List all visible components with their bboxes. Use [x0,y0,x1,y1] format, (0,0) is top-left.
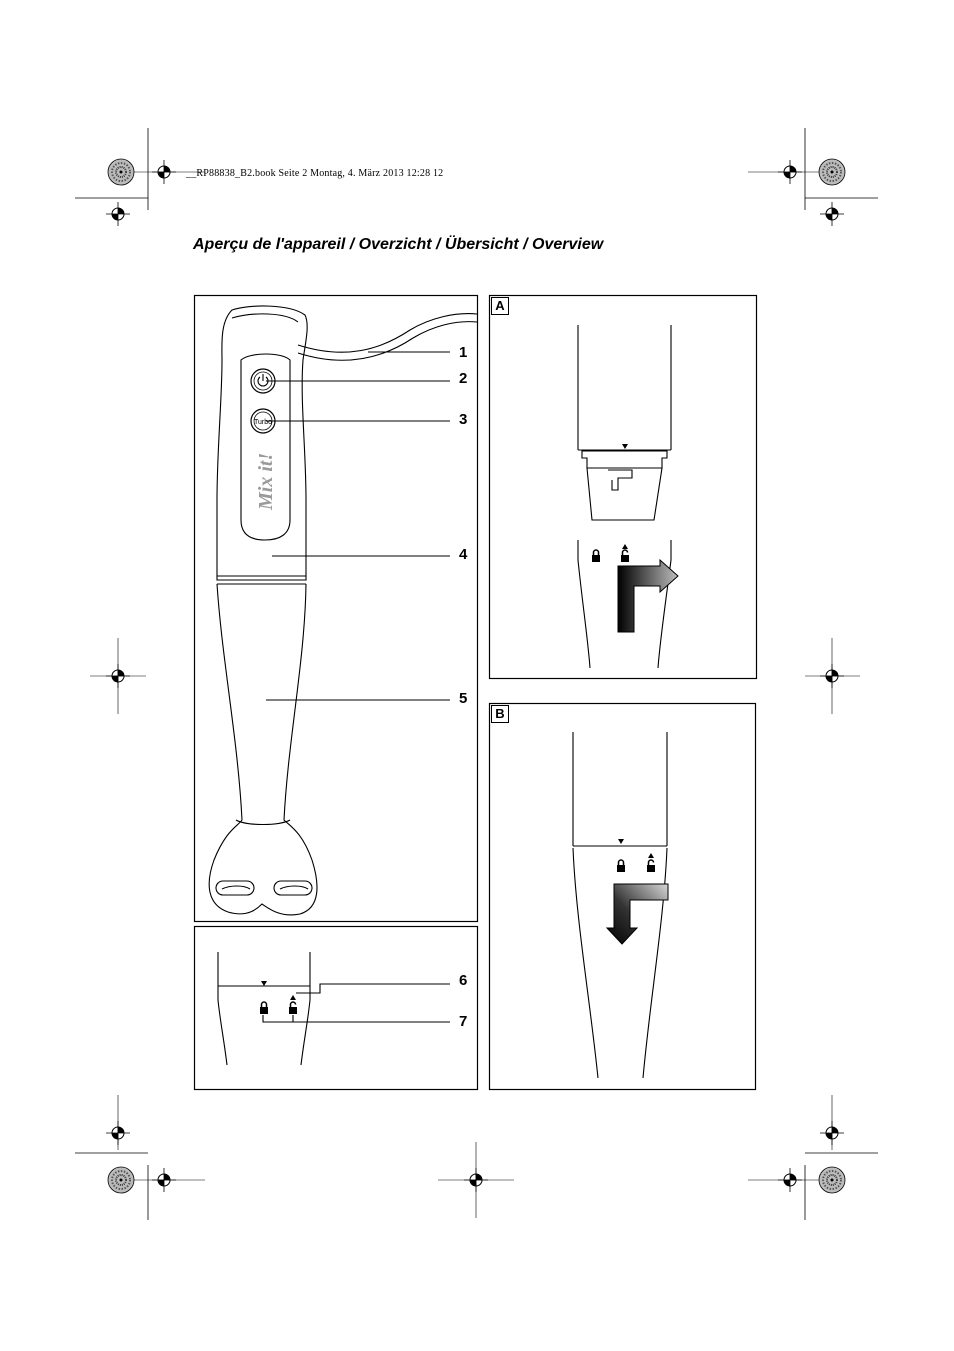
brand-logo: Mix it! [255,453,277,511]
callout-2: 2 [459,370,468,387]
unlock-icon [620,549,630,563]
arrow-icon [605,883,669,945]
lock-icon [591,549,601,563]
lock-icon [259,1001,269,1015]
callout-5: 5 [459,690,468,707]
callout-7: 7 [459,1013,468,1030]
panel-b-label: B [491,705,509,723]
unlock-icon [646,859,656,873]
marker-triangle-icon [290,995,296,1000]
panel-a-drawing [577,325,672,669]
callout-4: 4 [459,546,468,563]
main-device-panel [193,294,479,923]
detail-panel [193,925,479,1091]
marker-triangle-icon [622,444,628,449]
marker-triangle-icon [622,544,628,549]
arrow-icon [617,558,679,633]
marker-triangle-icon [618,839,624,844]
print-info-line: __RP88838_B2.book Seite 2 Montag, 4. Mär… [186,168,444,179]
turbo-label: Turbo [254,419,272,426]
marker-triangle-icon [261,981,267,986]
panel-a [488,294,758,680]
page-title: Aperçu de l'appareil / Overzicht / Übers… [193,236,604,253]
unlock-icon [288,1001,298,1015]
lock-icon [616,859,626,873]
coupling-detail-drawing [217,952,450,1066]
marker-triangle-icon [648,853,654,858]
callout-leader-lines [266,351,450,701]
panel-b [488,702,757,1091]
power-icon [257,374,269,387]
callout-1: 1 [459,344,468,361]
hand-blender-drawing [208,305,478,916]
panel-b-drawing [572,732,668,1079]
registration-mark-lines [90,171,860,1218]
panel-a-label: A [491,297,509,315]
callout-3: 3 [459,411,468,428]
registration-mark-icon [105,159,845,1193]
crop-marks [75,128,878,1220]
callout-6: 6 [459,972,468,989]
